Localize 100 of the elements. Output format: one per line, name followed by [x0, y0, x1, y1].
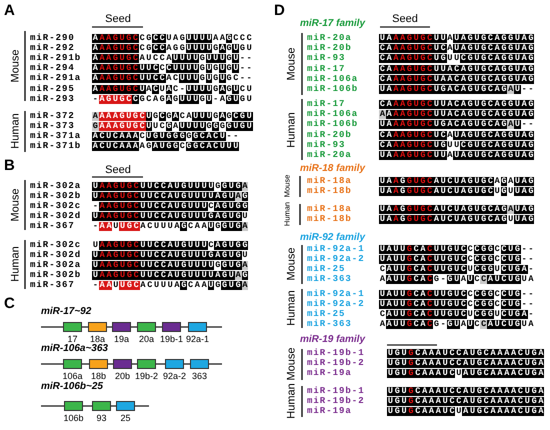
- species-label: Mouse: [286, 247, 298, 281]
- seed-label: Seed: [392, 13, 418, 25]
- sequence-text: UAAAGUGCUUAUAGUGCAGGUAG: [379, 151, 534, 160]
- sequence-text: CAAAGUGCUGUUCGUGCAGGUAG: [379, 140, 534, 150]
- mirna-name: miR-367: [30, 222, 75, 231]
- sequence-text: UGUGCAAAUCCAUGCAAAACUGA: [387, 349, 544, 358]
- gene-label: 20b: [114, 371, 130, 381]
- mirna-name: miR-106a: [307, 74, 358, 84]
- mirna-name: miR-18a: [307, 205, 352, 214]
- sequence-text: UGUGCAAAUCUAUGCAAAACUGA: [387, 369, 544, 378]
- mirna-name: miR-106b: [307, 120, 358, 130]
- mirna-name: miR-19a: [307, 369, 352, 378]
- mirna-name: miR-19b-2: [307, 359, 365, 368]
- sequence-text: UAAAGUGCUUAUAGUGCAGGUAG: [379, 34, 534, 43]
- species-label: Mouse: [286, 347, 298, 381]
- sequence-text: UAAGUGCUUCCAUGUUUGAGUGU: [92, 251, 248, 260]
- sequence-text: ACUCAAACUGUGGGGGCACU--: [92, 132, 240, 141]
- mirna-name: miR-19b-1: [307, 349, 365, 358]
- sequence-text: -AAGUGCUUCCAUGUUUCAGUGG: [92, 202, 248, 211]
- mirna-name: miR-18b: [307, 187, 352, 196]
- mirna-name: miR-293: [30, 95, 75, 104]
- mirna-name: miR-363: [307, 320, 352, 329]
- sequence-text: CAAAGUGCUAACAGUGCAGGUAG: [379, 74, 534, 84]
- gene-label: 92a-2: [162, 371, 186, 381]
- mirna-name: miR-18b: [307, 215, 352, 224]
- gene-label: 19a: [114, 334, 130, 344]
- species-label: Human: [286, 112, 298, 148]
- sequence-text: UGUGCAAAUCCAUGCAAAACUGA: [387, 397, 544, 406]
- mirna-name: miR-291b: [30, 54, 82, 63]
- sequence-text: -AAUUGCACUUUAGCAAUGGUGA: [92, 281, 248, 290]
- mirna-name: miR-373: [30, 122, 75, 131]
- family-title: miR-17 family: [300, 18, 366, 29]
- mirna-name: miR-20a: [307, 34, 352, 43]
- sequence-text: UAAGUGCUUCCAUGUUUUAGUAG: [92, 271, 248, 280]
- sequence-text: CAAAGUGCUGUUCGUGCAGGUAG: [379, 54, 534, 64]
- sequence-text: CAUUGCACUUGUCUCGGUCUGA-: [379, 265, 534, 274]
- mirna-name: miR-302d: [30, 251, 82, 260]
- panel-letter: B: [4, 158, 15, 173]
- family-title: miR-106b~25: [41, 381, 103, 392]
- sequence-text: UAAGUGCUUCCAUGUUUUAGUAG: [92, 192, 248, 201]
- sequence-text: UAAGGUGCAUCUAGUGCUGUUAG: [379, 187, 534, 196]
- mirna-name: miR-371a: [30, 132, 82, 141]
- mirna-name: miR-290: [30, 34, 75, 43]
- mirna-name: miR-93: [307, 54, 346, 64]
- sequence-text: UAUUGCACUUGUCCCGGCCUG--: [379, 245, 534, 254]
- sequence-text: AAAGUGCUUCCACUUUGUGUGC--: [92, 74, 252, 83]
- sequence-text: AAAGUGCAUCCAUUUUGUUUGU--: [92, 54, 252, 63]
- mirna-name: miR-367: [30, 281, 75, 290]
- gene-label: 19b-2: [134, 371, 158, 381]
- mirna-name: miR-93: [307, 140, 346, 150]
- sequence-text: UGUGCAAAUCUAUGCAAAACUGA: [387, 407, 544, 416]
- mirna-name: miR-19b-2: [307, 397, 365, 406]
- mirna-name: miR-18a: [307, 177, 352, 186]
- sequence-text: CAAAGUGCUUACAGUGCAGGUAG: [379, 64, 534, 74]
- species-label: Mouse: [10, 49, 22, 83]
- mirna-name: miR-302b: [30, 271, 82, 280]
- sequence-text: CAAAGUGCUCAUAGUGCAGGUAG: [379, 44, 534, 54]
- species-label: Mouse: [286, 47, 298, 81]
- sequence-text: AAAGUGCCGCCUAGUUUUAAGCCC: [92, 34, 252, 43]
- mirna-name: miR-371b: [30, 142, 82, 151]
- seed-label: Seed: [105, 13, 131, 25]
- sequence-text: AAUUGCACG-GUAUCCAUCUGUA: [379, 320, 534, 329]
- mirna-name: miR-363: [307, 275, 352, 284]
- sequence-text: UAUUGCACUUGUCCCGGCCUG--: [379, 300, 534, 309]
- gene-label: 106a: [62, 371, 83, 381]
- sequence-text: CAAAGUGCUUACAGUGCAGGUAG: [379, 100, 534, 109]
- panel-letter: A: [4, 3, 15, 18]
- sequence-text: UAAGGUGCAUCUAGUGCAGUUAG: [379, 215, 534, 224]
- family-title: miR-18 family: [300, 163, 366, 174]
- mirna-name: miR-302a: [30, 261, 82, 270]
- species-label: Human: [286, 383, 298, 419]
- species-label: Human: [10, 246, 22, 282]
- family-title: miR-19 family: [300, 334, 366, 345]
- gene-label: 363: [192, 371, 208, 381]
- sequence-text: -AGUGCCGCAGAGUUUGU-AGUGU: [92, 95, 252, 104]
- mirna-name: miR-20b: [307, 130, 352, 140]
- mirna-name: miR-302c: [30, 241, 82, 250]
- sequence-text: AAAGUGCCGCCAGGUUUUGAGUGU: [92, 44, 252, 53]
- mirna-name: miR-25: [307, 265, 346, 274]
- panel-letter: C: [4, 296, 15, 311]
- species-label: Human: [10, 113, 22, 149]
- mirna-name: miR-17: [307, 64, 346, 74]
- sequence-text: UAAGUGCUUCCAUGUUUUGGUGA: [92, 261, 248, 270]
- mirna-name: miR-20b: [307, 44, 352, 54]
- family-title: miR-92 family: [300, 232, 366, 243]
- mirna-name: miR-106b: [307, 85, 358, 94]
- mirna-name: miR-20a: [307, 151, 352, 160]
- sequence-text: UAUUGCACUUGUCCCGGCCUG--: [379, 255, 534, 264]
- family-title: miR-17~92: [41, 306, 92, 317]
- gene-label: 25: [120, 413, 130, 423]
- sequence-text: UAAAGUGCUGACAGUGCAGAU--: [379, 85, 534, 94]
- gene-label: 18b: [90, 371, 106, 381]
- sequence-text: UAUUGCACUUGUCCCGGCCUG--: [379, 290, 534, 299]
- sequence-text: UAAGGUGCAUCUAGUGCAGAUAG: [379, 177, 534, 186]
- sequence-text: AAAGUGCUUCCCUUUUGUGUGU--: [92, 64, 252, 73]
- mirna-name: miR-92a-1: [307, 290, 365, 299]
- sequence-text: AAUUGCACG-GUAUCCAUCUGUA: [379, 275, 534, 284]
- mirna-name: miR-25: [307, 310, 346, 319]
- mirna-name: miR-17: [307, 100, 346, 109]
- family-title: miR-106a~363: [41, 343, 108, 354]
